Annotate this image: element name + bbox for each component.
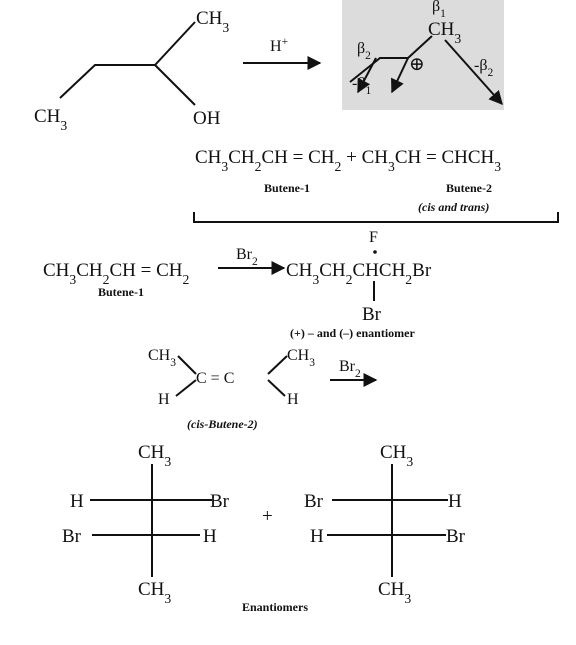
carbocation-ch3: CH3 (428, 19, 461, 46)
butanol-oh: OH (193, 108, 221, 129)
cis-butene-2: CH3 H C = C CH3 H (148, 347, 315, 408)
alkene-ch3-left: CH3 (148, 347, 176, 369)
chiral-marker (373, 250, 377, 254)
product-bracket (193, 212, 559, 223)
fischer-right-r2-right: Br (446, 526, 466, 547)
alkene-bond-ll (175, 379, 197, 397)
enantiomers-caption: Enantiomers (242, 600, 308, 614)
fischer-right-ch3-top: CH3 (380, 442, 413, 469)
enantiomer-note: (+) – and (–) enantiomer (290, 326, 416, 340)
fischer-left-ch3-bottom: CH3 (138, 579, 171, 606)
fischer-right-r2-left: H (310, 526, 324, 547)
alkene-bond-ur (267, 355, 288, 375)
butene1-reactant-label: Butene-1 (98, 285, 144, 299)
butanol-oh-bond (154, 64, 196, 106)
butanol-ch3-bottom: CH3 (34, 106, 67, 133)
butanol-chain (59, 21, 196, 99)
bromine-reagent-2: Br2 (339, 358, 361, 380)
alkene-h-right: H (287, 391, 299, 408)
fischer-left-r2-left: Br (62, 526, 82, 547)
butanol-skeleton: CH3 CH3 OH (34, 8, 229, 133)
cis-butene-label: (cis-Butene-2) (187, 417, 258, 431)
fischer-left-r1-right: Br (210, 491, 230, 512)
elimination-products: CH3CH2CH = CH2 + CH3CH = CHCH3 (195, 147, 501, 174)
beta2-shift-arrow (444, 39, 503, 106)
carbocation: β1 CH3 β2 -β1 ⊕ -β2 (349, 0, 503, 106)
beta1-top-label: β1 (432, 0, 446, 20)
butene1-reactant: CH3CH2CH = CH2 (43, 260, 190, 287)
positive-charge: ⊕ (409, 54, 425, 75)
butene2-note: (cis and trans) (418, 200, 489, 214)
beta1-shift-arrow (357, 57, 377, 94)
fischer-right-ch3-bottom: CH3 (378, 579, 411, 606)
fischer-right-r1-right: H (448, 491, 462, 512)
carbocation-chain (349, 35, 433, 83)
alkene-h-left: H (158, 391, 170, 408)
dibromide-product: CH3CH2CHCH2Br (286, 260, 432, 287)
fischer-left-r2-right: H (203, 526, 217, 547)
fischer-right-r1-left: Br (304, 491, 324, 512)
br-substituent: Br (362, 304, 382, 325)
fischer-right: CH3 Br H H Br CH3 (304, 442, 466, 606)
bromine-reagent-1: Br2 (236, 246, 258, 268)
butene2-label: Butene-2 (446, 181, 492, 195)
alkene-center: C = C (196, 370, 234, 387)
alkene-bond-lr (267, 379, 286, 397)
butanol-ch3-top: CH3 (196, 8, 229, 35)
beta2-right-label: -β2 (474, 57, 493, 79)
cation-arrow (391, 57, 409, 94)
butene1-label: Butene-1 (264, 181, 310, 195)
beta1-bottom-label: -β1 (352, 75, 371, 97)
alkene-bond-ul (177, 355, 197, 375)
beta2-left-label: β2 (357, 40, 371, 62)
alkene-ch3-right: CH3 (287, 347, 315, 369)
fischer-left-r1-left: H (70, 491, 84, 512)
plus-sign: + (262, 506, 273, 527)
fischer-left: CH3 H Br Br H CH3 (62, 442, 230, 606)
acid-reagent-label: H+ (270, 36, 288, 55)
fischer-left-ch3-top: CH3 (138, 442, 171, 469)
fluorine-atom: F (369, 229, 378, 246)
